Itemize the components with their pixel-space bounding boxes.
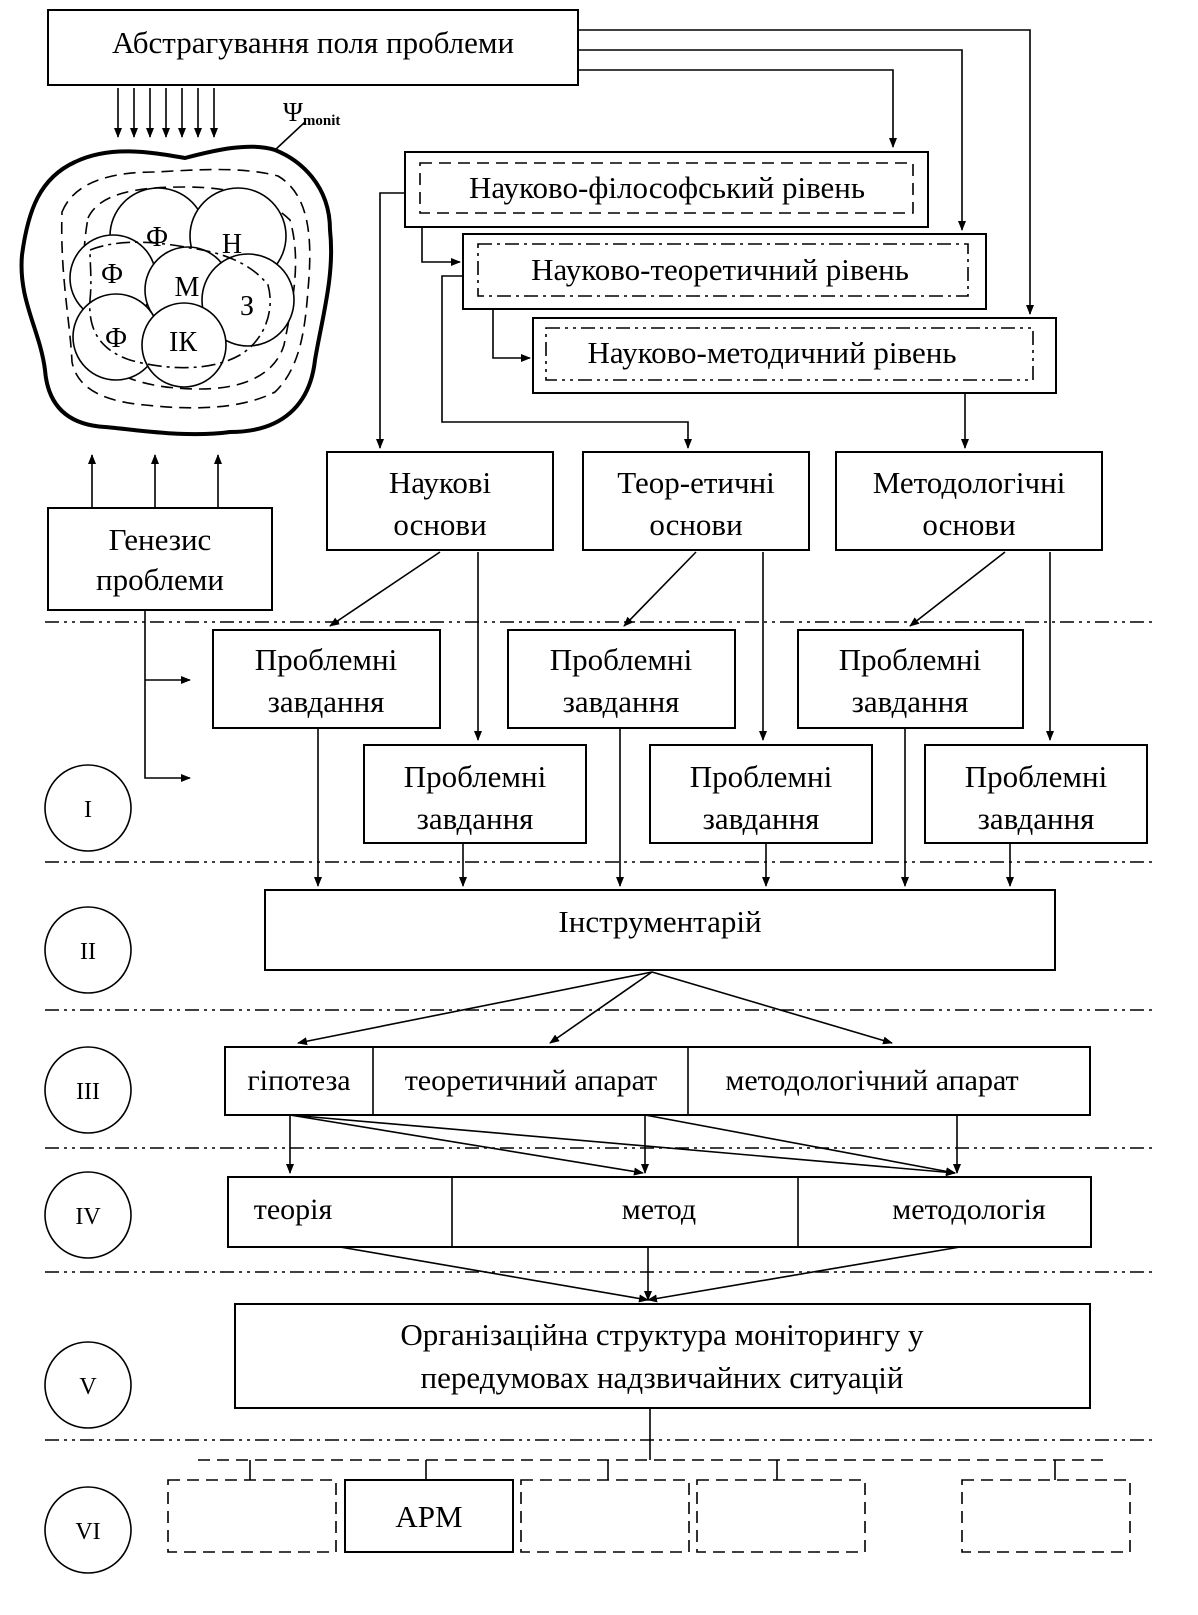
abstraction-title: Абстрагування поля проблеми	[112, 25, 514, 60]
genesis-line2: проблеми	[96, 562, 224, 597]
foundation-scientific: Наукові основи	[326, 451, 554, 551]
org-structure-line1: Організаційна структура моніторингу у	[400, 1317, 924, 1352]
task-lower-3: Проблемні завдання	[924, 744, 1148, 844]
row4-to-org-arrows	[339, 1246, 961, 1303]
task-upper-2-line1: Проблемні	[550, 642, 693, 677]
foundation-to-task-arrows	[329, 551, 1054, 741]
level-theoretical-label: Науково-теоретичний рівень	[531, 252, 909, 287]
level-philosophical: Науково-філософський рівень	[404, 151, 929, 228]
task-upper-2: Проблемні завдання	[507, 629, 736, 729]
foundation-methodological: Методологічні основи	[835, 451, 1103, 551]
workstation-tree	[198, 1408, 1105, 1480]
genesis-line1: Генезис	[109, 522, 212, 557]
stage-label-2: II	[80, 939, 96, 965]
row3-to-row4-arrows	[286, 1114, 961, 1177]
instrument-label: Інструментарій	[558, 904, 761, 939]
blob-label-f2: Ф	[101, 259, 123, 290]
svg-text:Ψmonit: Ψmonit	[283, 97, 340, 129]
task-upper-2-line2: завдання	[563, 684, 680, 719]
instrument-box: Інструментарій	[264, 889, 1056, 971]
task-lower-3-line1: Проблемні	[965, 759, 1108, 794]
task-upper-3: Проблемні завдання	[797, 629, 1024, 729]
stage-circle-2	[44, 906, 132, 994]
task-upper-1: Проблемні завдання	[212, 629, 441, 729]
foundation-theoretical-line1: Теор-етичні	[617, 465, 775, 500]
problem-field-blob: Ф Н Ф М З Ф ІК	[19, 144, 334, 437]
row3-box: гіпотеза теоретичний апарат методологічн…	[224, 1046, 1091, 1116]
stage-label-6: VI	[75, 1519, 100, 1545]
psi-subscript: monit	[303, 113, 341, 129]
stage-circle-6	[44, 1486, 132, 1574]
stage-label-3: III	[76, 1079, 100, 1105]
workstation-placeholder-1	[167, 1479, 337, 1553]
workstation-arm: АРМ	[344, 1479, 514, 1553]
row4-theory: теорія	[254, 1193, 333, 1226]
abstraction-box: Абстрагування поля проблеми	[47, 9, 579, 86]
level-theoretical: Науково-теоретичний рівень	[462, 233, 987, 310]
task-lower-3-line2: завдання	[978, 801, 1095, 836]
instrument-to-row3-arrows	[297, 971, 893, 1046]
task-upper-3-line2: завдання	[852, 684, 969, 719]
task-lower-1-line1: Проблемні	[404, 759, 547, 794]
task-lower-1-line2: завдання	[417, 801, 534, 836]
workstation-placeholder-2	[520, 1479, 690, 1553]
task-lower-2-line2: завдання	[703, 801, 820, 836]
task-upper-1-line1: Проблемні	[255, 642, 398, 677]
org-structure-line2: передумовах надзвичайних ситуацій	[421, 1360, 904, 1395]
level-methodical-label: Науково-методичний рівень	[588, 335, 957, 370]
task-lower-2: Проблемні завдання	[649, 744, 873, 844]
level-philosophical-label: Науково-філософський рівень	[469, 170, 865, 205]
stage-separators	[45, 621, 1155, 1441]
abstraction-arrows	[114, 88, 218, 138]
arm-label: АРМ	[395, 1499, 462, 1534]
blob-label-ik: ІК	[169, 327, 197, 358]
workstation-placeholder-3	[696, 1479, 866, 1553]
stage-circle-1	[44, 764, 132, 852]
row4-method: метод	[622, 1193, 696, 1226]
stage-markers: I II III IV V VI	[44, 764, 132, 1574]
stage-label-4: IV	[75, 1204, 101, 1230]
org-structure-box: Організаційна структура моніторингу у пе…	[234, 1303, 1091, 1409]
stage-circle-4	[44, 1171, 132, 1259]
task-upper-3-line1: Проблемні	[839, 642, 982, 677]
psi-symbol: Ψ	[283, 97, 303, 127]
row4-box: теорія метод методологія	[227, 1176, 1092, 1248]
foundation-methodological-line2: основи	[922, 507, 1015, 542]
row4-methodology: методологія	[892, 1193, 1046, 1226]
stage-circle-5	[44, 1341, 132, 1429]
blob-label-n: Н	[222, 229, 242, 260]
foundation-methodological-line1: Методологічні	[873, 465, 1066, 500]
blob-label-f1: Ф	[146, 222, 168, 253]
foundation-scientific-line1: Наукові	[389, 465, 492, 500]
task-upper-1-line2: завдання	[268, 684, 385, 719]
task-to-instrument-arrows	[314, 728, 1014, 887]
stage-label-1: I	[84, 797, 92, 823]
blob-label-m: М	[175, 272, 200, 303]
row3-theoretical-apparatus: теоретичний апарат	[405, 1064, 658, 1097]
psi-label: Ψmonit	[274, 97, 340, 151]
task-lower-2-line1: Проблемні	[690, 759, 833, 794]
genesis-arrows	[88, 454, 222, 782]
blob-label-z: З	[240, 291, 254, 322]
foundation-scientific-line2: основи	[393, 507, 486, 542]
abstraction-to-levels-lines	[578, 29, 1034, 315]
stage-circle-3	[44, 1046, 132, 1134]
stage-label-5: V	[79, 1374, 97, 1400]
blob-label-f3: Ф	[105, 323, 127, 354]
level-connectors	[376, 192, 969, 449]
task-lower-1: Проблемні завдання	[363, 744, 587, 844]
foundation-theoretical: Теор-етичні основи	[582, 451, 810, 551]
foundation-theoretical-line2: основи	[649, 507, 742, 542]
level-methodical: Науково-методичний рівень	[532, 317, 1057, 394]
row3-hypothesis: гіпотеза	[247, 1064, 350, 1097]
row3-methodological-apparatus: методологічний апарат	[725, 1064, 1018, 1097]
genesis-box: Генезис проблеми	[47, 507, 273, 611]
blob-circle-5	[201, 253, 295, 347]
workstation-placeholder-4	[961, 1479, 1131, 1553]
